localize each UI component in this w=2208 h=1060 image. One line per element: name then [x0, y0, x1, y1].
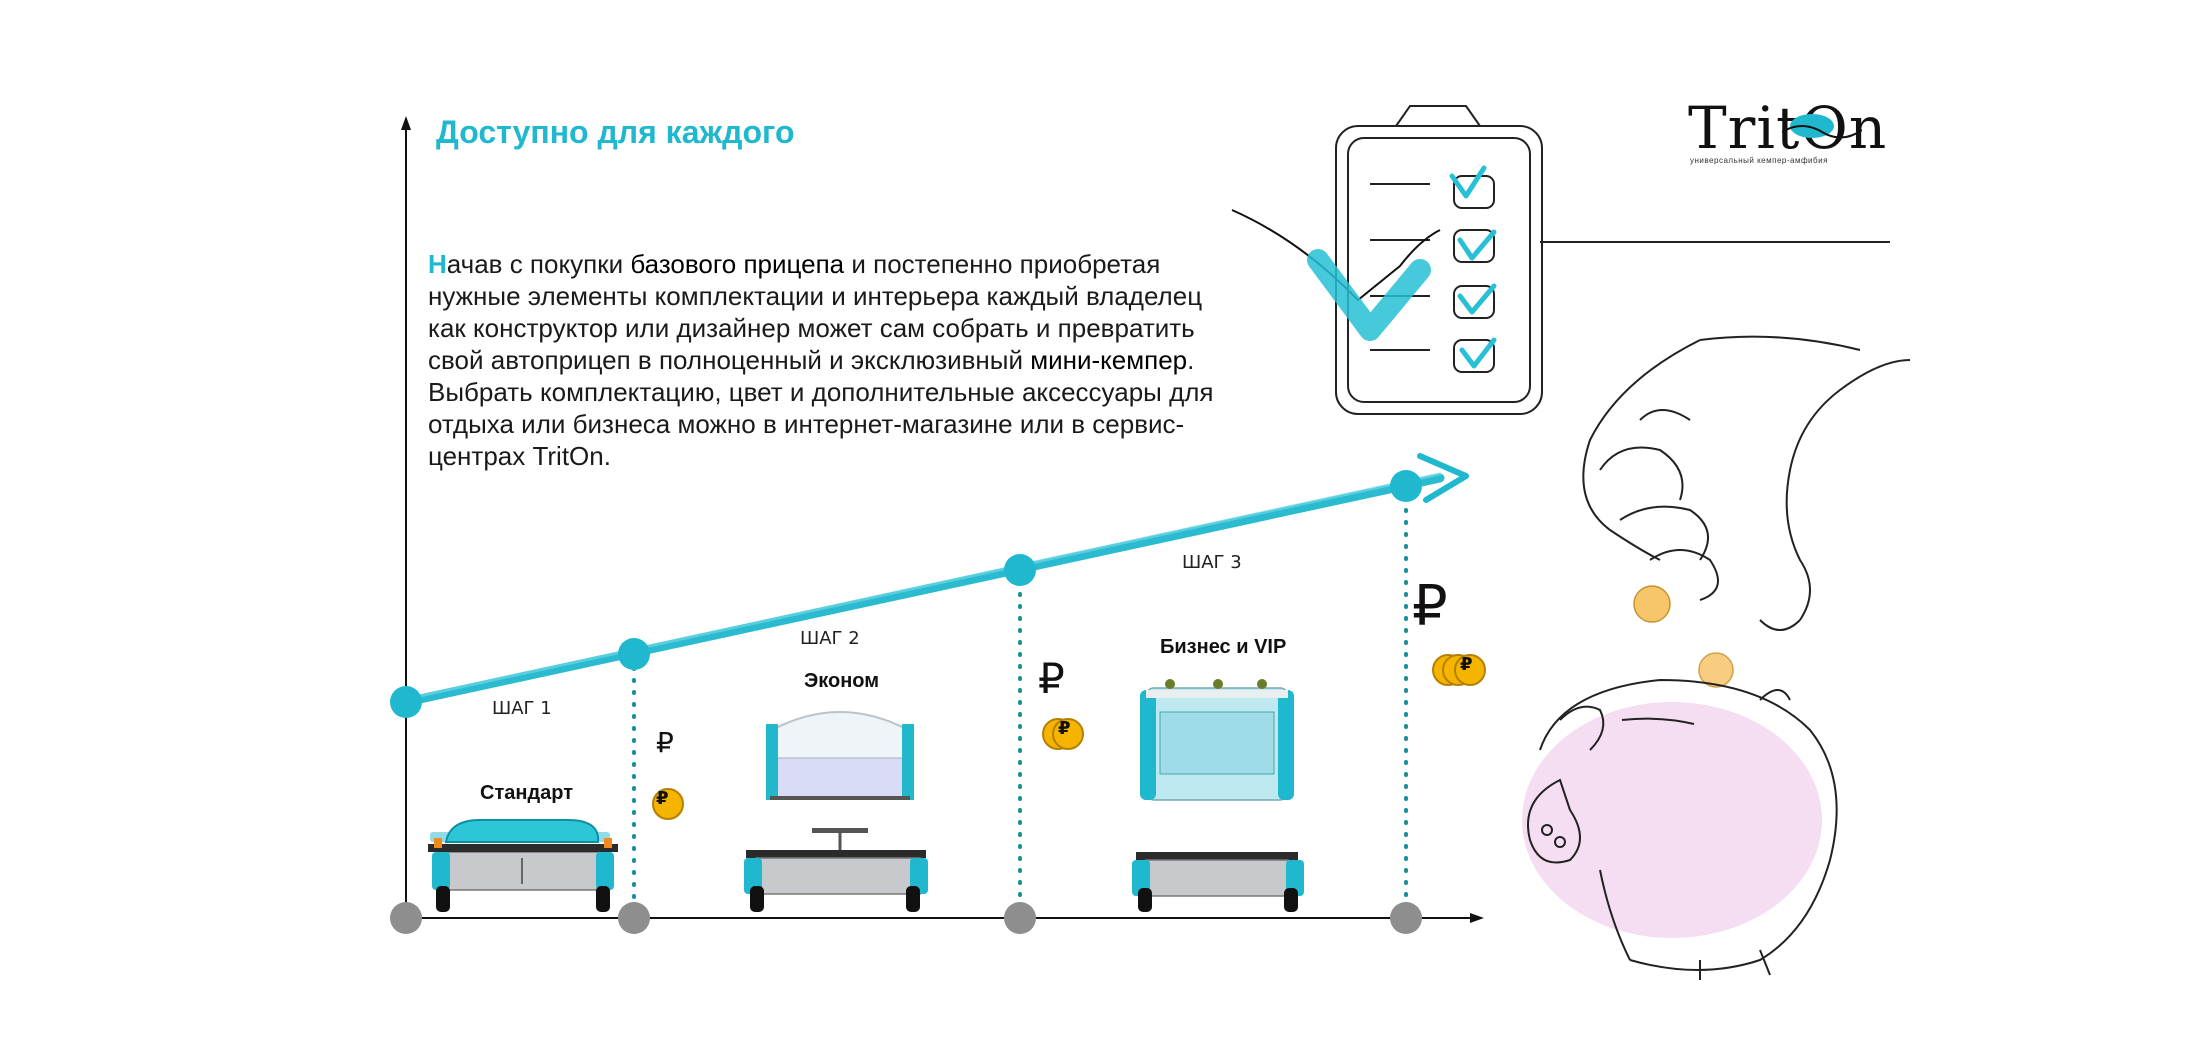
- package-standard: Стандарт: [480, 782, 574, 804]
- axis-points: [390, 902, 1422, 934]
- coins-step-2: [1042, 718, 1084, 750]
- axis-point-0: [390, 902, 422, 934]
- x-axis-arrow: [1470, 913, 1484, 923]
- falling-coin-1: [1633, 585, 1671, 623]
- ruble-icon: ₽: [1038, 654, 1065, 703]
- checkmarks: [1307, 165, 1497, 369]
- trailer-business-image: [1132, 679, 1304, 912]
- hand-illustration: [1582, 335, 1911, 631]
- axis-point-3: [1390, 902, 1422, 934]
- step-guides: [632, 484, 1408, 916]
- axes: [401, 116, 1484, 923]
- description-paragraph-1: Начав с покупки базового прицепа и посте…: [428, 248, 1228, 376]
- coin-ruble-icon: ₽: [656, 788, 669, 809]
- logo-wave-icon: [1782, 114, 1862, 139]
- step-points: [390, 470, 1422, 718]
- trailer-standard-image: [428, 819, 618, 912]
- coins: [652, 654, 1486, 820]
- coin-step-1: [652, 788, 684, 820]
- piggy-bank-illustration: [1522, 678, 1838, 980]
- drop-letter: Н: [428, 249, 447, 279]
- step-label-3: ШАГ 3: [1182, 552, 1242, 573]
- coin-ruble-icon: ₽: [1460, 654, 1473, 675]
- falling-coin-2: [1698, 652, 1734, 688]
- ruble-icon: ₽: [656, 726, 674, 759]
- step-point-1: [618, 638, 650, 670]
- highlight-base-trailer: базового прицепа: [630, 249, 845, 279]
- coin-ruble-icon: ₽: [1058, 718, 1071, 739]
- ruble-icon: ₽: [1412, 574, 1448, 639]
- step-label-1: ШАГ 1: [492, 698, 552, 719]
- trailer-econom-image: [744, 711, 928, 912]
- growth-arrowhead: [1417, 453, 1469, 503]
- text-part-2: и постепенно приобретая нужные элементы …: [428, 249, 1203, 375]
- text-part-3: .: [1187, 345, 1195, 375]
- coins-step-3: [1432, 654, 1486, 686]
- package-business: Бизнес и VIP: [1160, 636, 1287, 658]
- growth-line: [401, 453, 1469, 707]
- step-point-2: [1004, 554, 1036, 586]
- description: Начав с покупки базового прицепа и посте…: [428, 248, 1228, 472]
- highlight-mini-camper: мини-кемпер: [1030, 345, 1188, 375]
- y-axis-arrow: [401, 116, 411, 130]
- package-econom: Эконом: [804, 670, 880, 692]
- logo-tagline: универсальный кемпер-амфибия: [1690, 156, 1828, 165]
- text-part-1: ачав с покупки: [446, 249, 631, 279]
- axis-point-1: [618, 902, 650, 934]
- step-label-2: ШАГ 2: [800, 628, 860, 649]
- step-point-3: [1390, 470, 1422, 502]
- page-title: Доступно для каждого: [436, 114, 795, 150]
- logo: TritOn: [1688, 94, 1888, 162]
- axis-point-2: [1004, 902, 1036, 934]
- description-paragraph-2: Выбрать комплектацию, цвет и дополнитель…: [428, 377, 1214, 471]
- step-point-0: [390, 686, 422, 718]
